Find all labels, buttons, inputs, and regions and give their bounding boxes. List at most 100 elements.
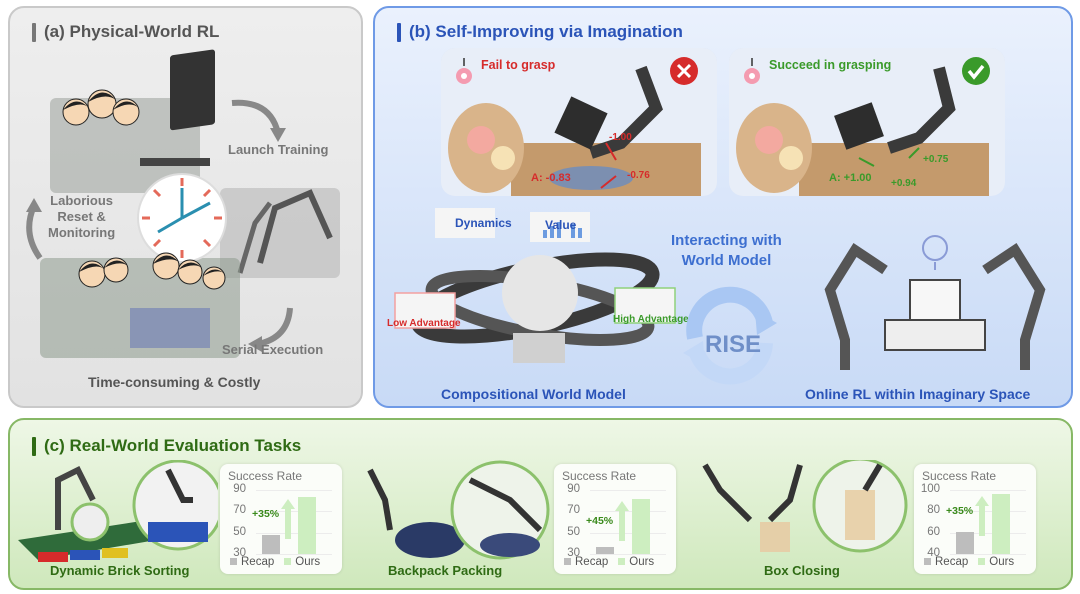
fail-value-1: -1.00 [609, 132, 632, 143]
bar-ours [298, 497, 316, 554]
interacting-line-1: Interacting with [671, 232, 782, 249]
world-model-illustration [394, 208, 676, 363]
legend-label-ours: Ours [629, 556, 655, 568]
grid-line [590, 532, 666, 534]
success-scene-image [729, 48, 1005, 196]
task-caption-brick-sorting: Dynamic Brick Sorting [50, 563, 190, 578]
grid-line [590, 554, 666, 555]
panel-physical-world-rl: (a) Physical-World RL [8, 6, 363, 408]
bar-ours [992, 494, 1010, 554]
laborious-line-3: Monitoring [48, 225, 116, 240]
rise-cycle-icon [683, 286, 777, 385]
gain-arrow-icon [615, 500, 629, 541]
legend-label-recap: Recap [241, 556, 275, 568]
gain-label: +35% [252, 508, 280, 521]
laborious-line-2: Reset & [57, 209, 106, 224]
rise-label: RISE [705, 331, 762, 358]
bar-ours [632, 498, 650, 554]
y-tick-label: 30 [567, 547, 580, 559]
success-advantage: A: +1.00 [829, 172, 872, 184]
serial-execution-label: Serial Execution [222, 342, 324, 357]
panel-self-improving: (b) Self-Improving via Imagination Fail … [373, 6, 1073, 408]
legend-swatch-recap [924, 558, 931, 566]
fail-text: Fail to grasp [481, 58, 556, 72]
y-tick-label: 50 [567, 525, 580, 538]
legend-swatch-recap [230, 558, 237, 566]
success-scene-card: Succeed in grasping A: +1.00 +0.75 +0.94 [729, 48, 1005, 196]
brick-sorting-scene [18, 460, 218, 562]
grid-line [950, 511, 1026, 513]
legend-swatch-ours [284, 558, 292, 566]
panel-real-world-tasks: (c) Real-World Evaluation Tasks Dynamic … [8, 418, 1073, 590]
grid-line [256, 532, 332, 534]
y-tick-label: 70 [567, 504, 580, 517]
y-tick-label: 40 [927, 547, 940, 559]
grid-line [256, 490, 332, 491]
grid-line [950, 554, 1026, 555]
chart-title: Success Rate [562, 469, 637, 483]
chart-legend: Recap Ours [230, 556, 320, 568]
gain-label: +45% [586, 514, 614, 527]
y-tick-label: 50 [233, 525, 246, 538]
launch-training-label: Launch Training [228, 142, 329, 157]
y-tick-label: 60 [927, 525, 940, 538]
legend-swatch-recap [564, 558, 571, 566]
y-tick-label: 80 [927, 504, 940, 517]
y-tick-label: 70 [233, 504, 246, 517]
online-rl-caption: Online RL within Imaginary Space [805, 386, 1031, 402]
legend-label-recap: Recap [575, 556, 609, 568]
success-text: Succeed in grasping [769, 58, 892, 72]
cross-icon [670, 57, 698, 85]
legend-label-ours: Ours [295, 556, 321, 568]
gain-arrow-icon [281, 499, 295, 540]
panel-c-title: (c) Real-World Evaluation Tasks [32, 436, 301, 456]
fail-advantage: A: -0.83 [531, 172, 571, 184]
dual-arm-robot-illustration [824, 235, 1046, 370]
cwm-caption: Compositional World Model [441, 386, 626, 402]
value-label: Value [545, 218, 577, 232]
panel-b-title: (b) Self-Improving via Imagination [397, 22, 683, 42]
grid-line [256, 511, 332, 513]
grid-line [256, 554, 332, 555]
success-value-1: +0.75 [923, 154, 949, 165]
worried-workers-top [62, 89, 140, 126]
bar-recap [262, 534, 280, 554]
legend-label-ours: Ours [989, 556, 1015, 568]
dynamics-label: Dynamics [455, 216, 512, 230]
task-caption-box-closing: Box Closing [764, 563, 840, 578]
gain-arrow-icon [975, 496, 989, 537]
chart-legend: Recap Ours [564, 556, 654, 568]
worried-workers-bottom [78, 252, 226, 290]
high-advantage-label: High Advantage [613, 314, 689, 325]
low-advantage-label: Low Advantage [387, 318, 461, 329]
backpack-packing-scene [367, 460, 550, 560]
box-closing-scene [702, 460, 908, 553]
y-tick-label: 90 [567, 483, 580, 495]
laborious-label: Laborious Reset & Monitoring [48, 193, 115, 241]
interacting-line-2: World Model [681, 252, 772, 269]
fail-value-2: -0.76 [627, 170, 650, 181]
y-tick-label: 30 [233, 547, 246, 559]
donut-icon [456, 58, 472, 84]
panel-a-footer: Time-consuming & Costly [88, 374, 261, 390]
grid-line [950, 532, 1026, 534]
legend-swatch-ours [618, 558, 626, 566]
legend-swatch-ours [978, 558, 986, 566]
interacting-label: Interacting with World Model [671, 231, 782, 271]
gain-label: +35% [946, 504, 974, 517]
chart-legend: Recap Ours [924, 556, 1014, 568]
task-caption-backpack-packing: Backpack Packing [388, 563, 503, 578]
grid-line [590, 490, 666, 491]
y-tick-label: 90 [233, 483, 246, 495]
bar-recap [956, 531, 974, 554]
grid-line [590, 511, 666, 513]
bar-recap [596, 546, 614, 554]
chart-title: Success Rate [922, 469, 997, 483]
y-tick-label: 100 [920, 483, 940, 495]
success-value-2: +0.94 [891, 178, 917, 189]
legend-label-recap: Recap [935, 556, 969, 568]
fail-scene-card: Fail to grasp A: -0.83 -1.00 -0.76 [441, 48, 717, 196]
grid-line [950, 490, 1026, 491]
